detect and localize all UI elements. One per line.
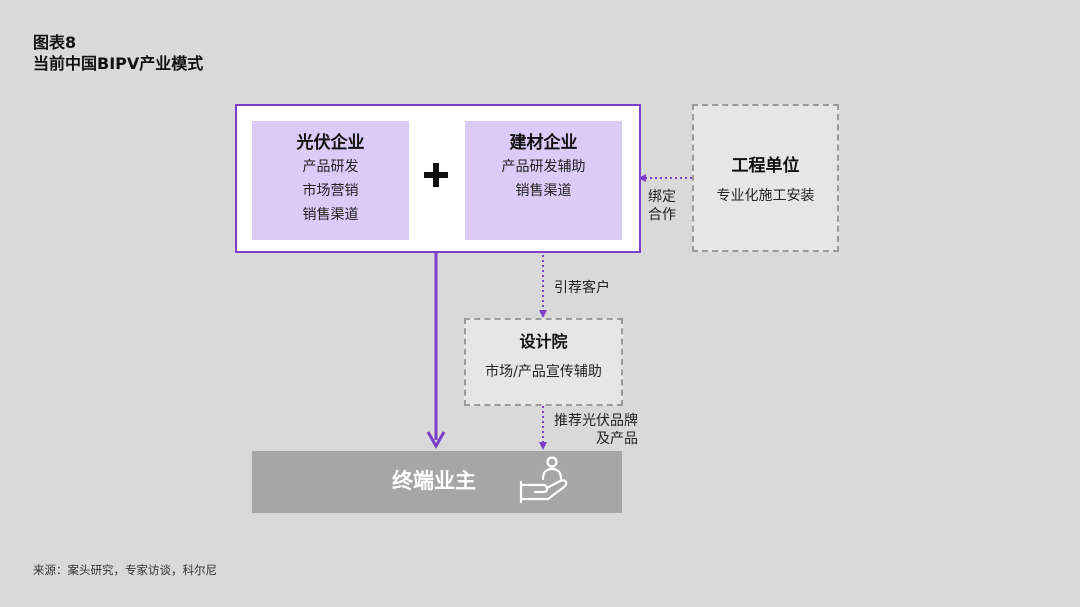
engineering-unit-title: 工程单位	[731, 156, 800, 176]
recommend-label-line: 推荐光伏品牌	[554, 413, 638, 429]
cooperation-label: 绑定 合作	[648, 188, 676, 224]
cooperation-label-line: 绑定	[648, 189, 676, 205]
plus-icon	[424, 163, 448, 187]
building-material-company-title: 建材企业	[509, 133, 578, 153]
cooperation-label-line: 合作	[648, 207, 676, 223]
figure-heading: 当前中国BIPV产业模式	[33, 54, 204, 73]
pv-company-item: 产品研发	[302, 159, 359, 175]
hand-with-person-icon	[519, 456, 568, 504]
building-material-company-item: 产品研发辅助	[501, 159, 586, 175]
main-arrow-head	[426, 431, 446, 450]
engineering-unit-desc: 专业化施工安装	[716, 188, 815, 204]
source-note: 来源：案头研究，专家访谈，科尔尼	[33, 563, 217, 577]
referral-arrow-head	[539, 310, 547, 318]
end-owner-title: 终端业主	[392, 469, 476, 493]
recommend-label-line: 及产品	[596, 431, 638, 447]
cooperation-arrow-head	[638, 174, 646, 182]
engineering-unit-box: 工程单位 专业化施工安装	[692, 104, 839, 252]
pv-company-title: 光伏企业	[296, 133, 365, 153]
figure-title: 图表8 当前中国BIPV产业模式	[33, 32, 203, 74]
pv-company-item: 市场营销	[302, 183, 359, 199]
design-institute-box: 设计院 市场/产品宣传辅助	[464, 318, 623, 406]
recommend-arrow-head	[539, 442, 547, 450]
design-institute-title: 设计院	[519, 332, 568, 351]
recommend-label: 推荐光伏品牌 及产品	[554, 412, 638, 448]
pv-company-item: 销售渠道	[302, 207, 359, 223]
figure-label: 图表8	[33, 33, 77, 52]
pv-company-box: 光伏企业 产品研发 市场营销 销售渠道	[252, 121, 409, 240]
building-material-company-item: 销售渠道	[515, 183, 572, 199]
building-material-company-box: 建材企业 产品研发辅助 销售渠道	[465, 121, 622, 240]
referral-label: 引荐客户	[554, 280, 610, 296]
design-institute-desc: 市场/产品宣传辅助	[485, 364, 602, 380]
